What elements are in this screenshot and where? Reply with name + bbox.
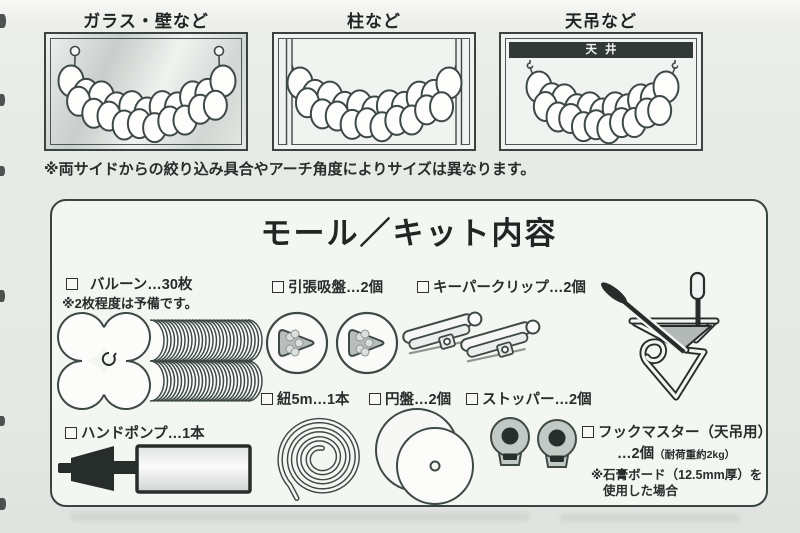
hook-master-illustration <box>601 271 720 401</box>
example-label-ceiling: 天吊など <box>565 12 637 31</box>
kit-item-clip-label: キーパークリップ…2個 <box>417 276 586 297</box>
checkbox-icon <box>261 393 273 405</box>
showthrough-ghost <box>70 512 530 521</box>
scan-edge-mark <box>0 166 5 176</box>
example-frame-ceiling: 天井 <box>499 32 703 151</box>
label-text: …2個 <box>617 446 655 462</box>
kit-item-hook-note1: ※石膏ボード（12.5mm厚）を <box>591 468 763 482</box>
example-frame-pillar <box>272 32 476 151</box>
keeper-clip-illustration <box>402 311 541 363</box>
label-text: 円盤…2個 <box>385 392 452 408</box>
label-text: ストッパー…2個 <box>482 392 592 408</box>
checkbox-icon <box>66 278 78 290</box>
scan-edge-mark <box>0 416 5 426</box>
kit-item-disc-label: 円盤…2個 <box>369 388 451 409</box>
kit-item-balloon-label: バルーン…30枚 <box>66 273 192 294</box>
label-text: バルーン…30枚 <box>90 277 193 293</box>
example-label-pillar: 柱など <box>347 12 401 31</box>
kit-item-stopper-label: ストッパー…2個 <box>466 388 592 409</box>
paper-sheen <box>0 0 800 26</box>
example-label-glass-wall: ガラス・壁など <box>83 12 209 31</box>
disc-illustration <box>375 408 474 505</box>
kit-item-suction-label: 引張吸盤…2個 <box>272 276 383 297</box>
scan-edge-mark <box>0 94 5 106</box>
example-frame-glass-wall <box>44 32 248 151</box>
checkbox-icon <box>466 393 478 405</box>
checkbox-icon <box>65 427 77 439</box>
kit-item-balloon-note: ※2枚程度は予備です。 <box>62 296 198 311</box>
ceiling-label-bar: 天井 <box>509 42 693 58</box>
label-text: フックマスター（天吊用） <box>598 425 772 441</box>
frame-inner <box>278 38 470 145</box>
stopper-illustration <box>490 417 577 468</box>
frame-inner <box>50 38 242 145</box>
label-text-small: （耐荷重約2kg） <box>654 449 736 461</box>
size-note: ※両サイドからの絞り込み具合やアーチ角度によりサイズは異なります。 <box>44 161 536 178</box>
checkbox-icon <box>272 281 284 293</box>
label-text: ハンドポンプ…1本 <box>81 426 205 442</box>
kit-item-hook-label: フックマスター（天吊用） <box>582 421 772 442</box>
scan-edge-mark <box>0 498 6 510</box>
scan-edge-mark <box>0 14 6 28</box>
scan-edge-mark <box>0 290 5 302</box>
label-text: 引張吸盤…2個 <box>288 280 384 296</box>
hand-pump-illustration <box>58 444 252 494</box>
kit-item-hook-count: …2個（耐荷重約2kg） <box>617 442 735 463</box>
kit-item-pump-label: ハンドポンプ…1本 <box>65 422 205 443</box>
kit-title: モール／キット内容 <box>260 216 558 251</box>
kit-item-hook-note2: 使用した場合 <box>603 484 679 498</box>
frame-inner: 天井 <box>505 38 697 145</box>
label-text: 紐5m…1本 <box>277 392 350 408</box>
balloon-garland-illustration <box>525 60 680 144</box>
checkbox-icon <box>582 426 594 438</box>
showthrough-ghost <box>560 514 740 522</box>
kit-items-illustration <box>57 271 720 505</box>
balloon-garland-illustration <box>285 39 463 145</box>
checkbox-icon <box>417 281 429 293</box>
label-text: キーパークリップ…2個 <box>433 280 586 296</box>
string-coil-illustration <box>277 417 360 501</box>
balloon-garland-illustration <box>57 45 237 144</box>
suction-cup-illustration <box>265 311 399 375</box>
balloon-stack-illustration <box>57 312 263 410</box>
kit-item-string-label: 紐5m…1本 <box>261 388 350 409</box>
checkbox-icon <box>369 393 381 405</box>
